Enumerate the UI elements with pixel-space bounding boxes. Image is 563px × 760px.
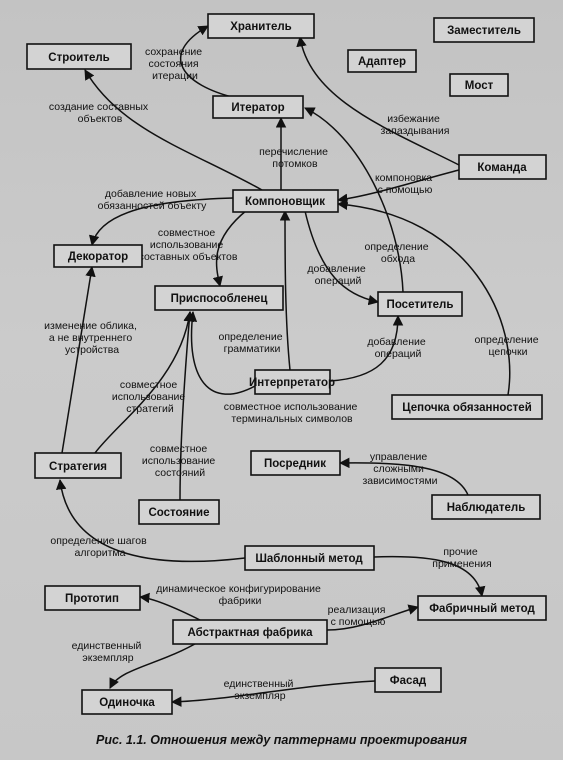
label-share-strategies: совместное использование стратегий [112, 379, 188, 415]
node-builder-label: Строитель [48, 52, 109, 64]
node-abstract-factory: Абстрактная фабрика [172, 619, 328, 645]
pattern-relations-diagram: сохранение состояния итерации создание с… [26, 13, 547, 715]
label-enum-children: перечисление потомков [259, 146, 331, 170]
edges [55, 25, 511, 707]
node-facade-label: Фасад [390, 675, 427, 687]
node-keeper-label: Хранитель [230, 21, 292, 33]
edge-composite-visitor [304, 210, 380, 306]
node-iterator-label: Итератор [231, 102, 284, 114]
node-adapter: Адаптер [347, 49, 417, 73]
node-observer-label: Наблюдатель [447, 502, 526, 514]
label-add-ops-1: добавление операций [307, 263, 368, 287]
node-deputy-label: Заместитель [447, 25, 521, 37]
node-prototype-label: Прототип [65, 593, 119, 605]
label-undo: избежание запаздывания [381, 113, 450, 137]
node-prototype: Прототип [44, 585, 141, 611]
label-composite-objects: создание составных объектов [49, 101, 151, 125]
node-deputy: Заместитель [433, 17, 535, 43]
node-keeper: Хранитель [207, 13, 315, 39]
node-visitor-label: Посетитель [387, 299, 454, 311]
node-chain: Цепочка обязанностей [391, 394, 543, 420]
edge-state-flyweight [179, 310, 195, 501]
edge-strategy-decorator [61, 265, 96, 454]
label-traversal: определение обхода [365, 241, 432, 265]
node-template-label: Шаблонный метод [255, 553, 363, 565]
edge-facade-singleton [170, 680, 376, 707]
node-adapter-label: Адаптер [358, 56, 406, 68]
node-interpreter-label: Интерпретатор [249, 377, 335, 389]
label-change-skin: изменение облика, а не внутреннего устро… [44, 320, 140, 356]
edge-abstract-singleton [109, 640, 201, 689]
node-state: Состояние [138, 499, 220, 525]
label-grammar: определение грамматики [219, 331, 286, 355]
edge-labels: сохранение состояния итерации создание с… [44, 46, 542, 702]
node-factory-method-label: Фабричный метод [429, 603, 535, 615]
node-factory-method: Фабричный метод [417, 595, 547, 621]
node-flyweight: Приспособленец [154, 285, 284, 311]
label-compose-with: компоновка с помощью [375, 172, 435, 196]
label-add-ops-2: добавление операций [367, 336, 428, 360]
node-bridge-label: Мост [465, 80, 494, 92]
node-strategy-label: Стратегия [49, 461, 107, 473]
node-decorator: Декоратор [53, 244, 143, 268]
node-state-label: Состояние [148, 507, 209, 519]
node-composite-label: Компоновщик [245, 196, 325, 208]
label-dyn-config: динамическое конфигурирование фабрики [156, 583, 324, 607]
label-single-inst-2: единственный экземпляр [224, 678, 297, 702]
node-interpreter: Интерпретатор [249, 369, 335, 395]
edge-chain-composite [336, 199, 511, 396]
label-frequent-use: прочие применения [432, 546, 491, 570]
label-alg-steps: определение шагов алгоритма [50, 535, 149, 559]
edge-composite-builder [84, 69, 263, 191]
node-chain-label: Цепочка обязанностей [402, 402, 532, 414]
label-complex-deps: управление сложными зависимостями [362, 451, 437, 487]
node-visitor: Посетитель [377, 291, 463, 317]
edge-interpreter-visitor [329, 314, 404, 382]
label-share-terminals: совместное использование терминальных си… [224, 401, 360, 425]
node-strategy: Стратегия [34, 452, 122, 479]
edge-abstract-factory [326, 604, 420, 631]
label-share-states: совместное использование состояний [142, 443, 218, 479]
label-share-composite: совместное использование составных объек… [139, 227, 238, 263]
edge-command-keeper [296, 35, 460, 166]
node-composite: Компоновщик [232, 189, 339, 213]
edge-strategy-flyweight [94, 310, 194, 454]
node-mediator-label: Посредник [264, 458, 326, 470]
node-singleton: Одиночка [81, 689, 173, 715]
label-keeper-state: сохранение состояния итерации [145, 46, 205, 82]
edge-visitor-iterator [304, 107, 404, 293]
label-single-inst-1: единственный экземпляр [72, 640, 145, 664]
edge-composite-flyweight [212, 209, 248, 288]
edge-abstract-prototype [138, 592, 201, 621]
edge-template-factory [373, 555, 486, 598]
label-chain-def: определение цепочки [475, 334, 542, 358]
node-command-label: Команда [477, 162, 527, 174]
edge-command-composite [336, 169, 460, 205]
node-builder: Строитель [26, 43, 132, 70]
edge-interpreter-composite [279, 209, 291, 371]
edge-template-strategy [55, 478, 246, 563]
edge-interpreter-flyweight [186, 310, 256, 395]
node-abstract-factory-label: Абстрактная фабрика [188, 627, 314, 639]
node-decorator-label: Декоратор [68, 251, 128, 263]
node-flyweight-label: Приспособленец [171, 293, 268, 305]
node-iterator: Итератор [212, 95, 304, 119]
label-add-duties: добавление новых обязанностей объекту [98, 188, 208, 212]
node-facade: Фасад [374, 667, 442, 693]
node-command: Команда [458, 154, 547, 180]
figure-caption: Рис. 1.1. Отношения между паттернами про… [96, 733, 467, 747]
edge-composite-decorator [89, 197, 234, 247]
node-template: Шаблонный метод [244, 545, 375, 571]
node-singleton-label: Одиночка [99, 697, 155, 709]
node-observer: Наблюдатель [431, 494, 541, 520]
edge-iterator-keeper [179, 25, 237, 99]
label-impl-with: реализация с помощью [328, 604, 389, 628]
node-mediator: Посредник [250, 450, 341, 476]
node-bridge: Мост [449, 73, 509, 97]
edge-observer-mediator [338, 457, 469, 496]
